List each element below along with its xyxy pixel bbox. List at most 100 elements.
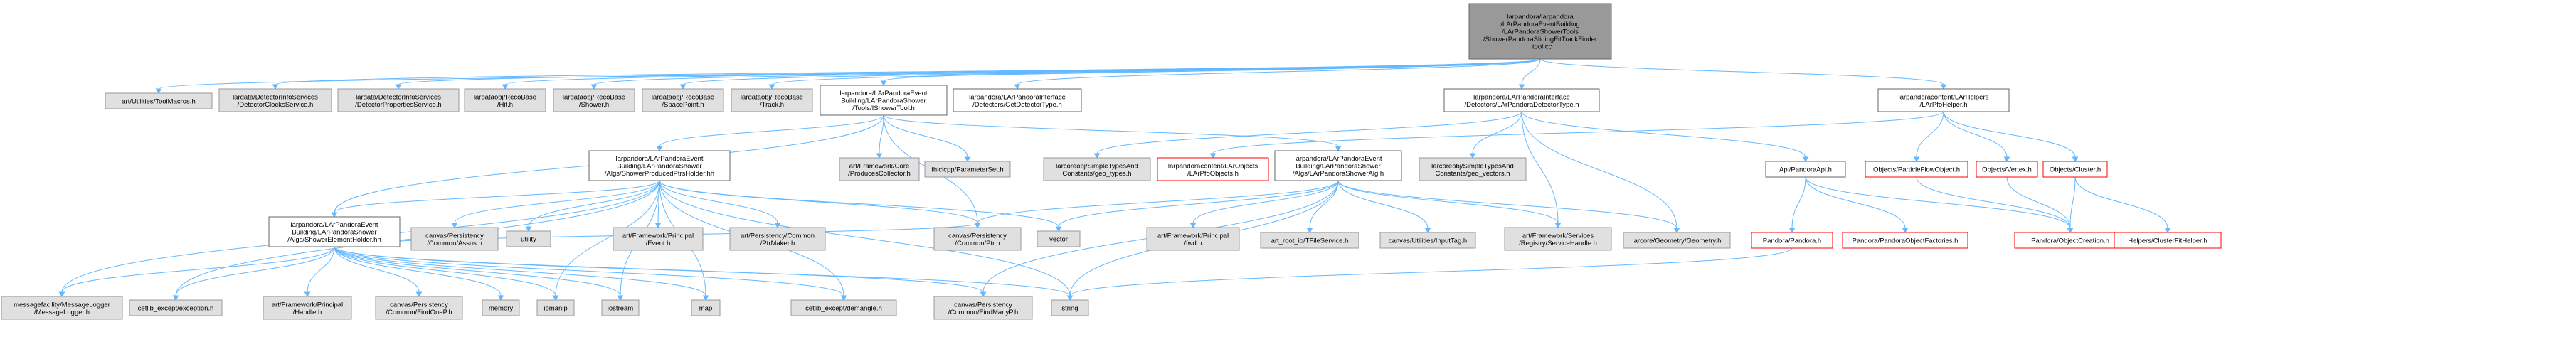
node-label-line: larpandora/LArPandoraEvent <box>1294 155 1382 163</box>
node-detclocks[interactable]: lardata/DetectorInfoServices/DetectorClo… <box>218 88 332 112</box>
node-label-line: larpandoracontent/LArObjects <box>1168 162 1258 170</box>
node-fwd[interactable]: art/Framework/Principal/fwd.h <box>1146 227 1240 251</box>
node-label-line: Objects/ParticleFlowObject.h <box>1873 166 1960 174</box>
edge-lrpfohelper-to-particleflow <box>1913 111 1944 162</box>
node-pandora[interactable]: Pandora/Pandora.h <box>1751 232 1833 249</box>
node-label-line: /LArPandoraEventBuilding <box>1500 21 1579 28</box>
node-label-line: string <box>1061 305 1078 313</box>
node-box <box>1468 3 1612 60</box>
node-label-line: /Algs/ShowerProducedPtrsHolder.hh <box>605 170 714 178</box>
node-label-line: iomanip <box>544 305 567 313</box>
node-spacepoint[interactable]: lardataobj/RecoBase/SpacePoint.h <box>642 88 724 112</box>
node-producescollector[interactable]: art/Framework/Core/ProducesCollector.h <box>839 157 920 181</box>
node-vertex[interactable]: Objects/Vertex.h <box>1976 161 2038 178</box>
node-box <box>820 85 948 116</box>
node-memory[interactable]: memory <box>482 299 520 316</box>
node-producedptrs[interactable]: larpandora/LArPandoraEventBuilding/LArPa… <box>588 150 731 181</box>
node-geometry[interactable]: larcore/Geometry/Geometry.h <box>1623 232 1731 249</box>
node-findmanyp[interactable]: canvas/Persistency/Common/FindManyP.h <box>933 296 1033 320</box>
node-particleflow[interactable]: Objects/ParticleFlowObject.h <box>1865 161 1968 178</box>
node-demangle[interactable]: cetlib_except/demangle.h <box>790 299 897 316</box>
node-parameterset[interactable]: fhiclcpp/ParameterSet.h <box>924 161 1011 178</box>
node-event[interactable]: art/Framework/Principal/Event.h <box>613 227 704 251</box>
node-label-line: larcore/Geometry/Geometry.h <box>1633 237 1722 245</box>
node-string[interactable]: string <box>1051 299 1089 316</box>
node-messagelogger[interactable]: messagefacility/MessageLogger/MessageLog… <box>1 296 123 320</box>
edge-showerelement-to-memory <box>334 246 504 301</box>
node-label-line: larpandora/LArPandoraEvent <box>290 221 378 229</box>
node-label-line: /fwd.h <box>1184 240 1202 247</box>
node-box <box>1877 88 2010 112</box>
edge-particleflow-to-objcreation <box>1916 176 2074 233</box>
node-objfactories[interactable]: Pandora/PandoraObjectFactories.h <box>1842 232 1968 249</box>
node-box <box>790 299 897 316</box>
node-label-line: art_root_io/TFileService.h <box>1271 237 1349 245</box>
edge-showerelement-to-messagelogger <box>58 246 335 297</box>
edge-root-to-getdettype <box>1014 58 1541 90</box>
node-vector[interactable]: vector <box>1037 230 1081 247</box>
node-label-line: art/Framework/Services <box>1522 232 1594 240</box>
node-ptrmaker[interactable]: art/Persistency/Common/PtrMaker.h <box>729 227 826 251</box>
node-pandoraapi[interactable]: Api/PandoraApi.h <box>1765 161 1846 178</box>
nodes-layer: larpandora/larpandora/LArPandoraEventBui… <box>1 3 2222 320</box>
node-label-line: utility <box>521 236 536 244</box>
node-showerelement[interactable]: larpandora/LArPandoraEventBuilding/LArPa… <box>268 216 401 247</box>
node-box <box>588 150 731 181</box>
node-lrpfohelper[interactable]: larpandoracontent/LArHelpers/LArPfoHelpe… <box>1877 88 2010 112</box>
node-lrpfoobjects[interactable]: larpandoracontent/LArObjects/LArPfoObjec… <box>1157 157 1269 181</box>
node-ishowertool[interactable]: larpandora/LArPandoraEventBuilding/LArPa… <box>820 85 948 116</box>
node-assns[interactable]: canvas/Persistency/Common/Assns.h <box>410 227 499 251</box>
edge-showerelement-to-findonep <box>334 246 423 297</box>
node-handle[interactable]: art/Framework/Principal/Handle.h <box>263 296 352 320</box>
node-iostream[interactable]: iostream <box>601 299 640 316</box>
node-label-line: /SpacePoint.h <box>662 101 704 109</box>
node-box <box>2114 232 2222 249</box>
node-showeralg[interactable]: larpandora/LArPandoraEventBuilding/LArPa… <box>1274 150 1402 181</box>
node-box <box>105 92 213 109</box>
node-tfileservice[interactable]: art_root_io/TFileService.h <box>1260 232 1359 249</box>
node-label-line: Objects/Cluster.h <box>2050 166 2101 174</box>
node-label-line: /LArPfoObjects.h <box>1187 170 1239 178</box>
node-servicehandle[interactable]: art/Framework/Services/Registry/ServiceH… <box>1504 227 1612 251</box>
node-ptr[interactable]: canvas/Persistency/Common/Ptr.h <box>933 227 1022 251</box>
node-box <box>1146 227 1240 251</box>
node-box <box>1419 157 1527 181</box>
edge-ishowertool-to-parameterset <box>883 114 971 162</box>
node-label-line: Building/LArPandoraShower <box>617 163 701 171</box>
node-detectortype[interactable]: larpandora/LArPandoraInterface/Detectors… <box>1443 88 1600 112</box>
node-box <box>1043 157 1151 181</box>
node-inputtag[interactable]: canvas/Utilities/InputTag.h <box>1379 232 1476 249</box>
edge-showerelement-to-iomanip <box>334 246 559 301</box>
node-label-line: lardata/DetectorInfoServices <box>233 93 318 101</box>
node-cluster[interactable]: Objects/Cluster.h <box>2042 161 2108 178</box>
node-label-line: /Hit.h <box>497 101 513 109</box>
node-getdettype[interactable]: larpandora/LArPandoraInterface/Detectors… <box>953 88 1082 112</box>
node-toolmacros[interactable]: art/Utilities/ToolMacros.h <box>105 92 213 109</box>
node-iomanip[interactable]: iomanip <box>536 299 575 316</box>
node-label-line: /LArPfoHelper.h <box>1919 101 1967 109</box>
node-label-line: larpandora/LArPandoraEvent <box>615 155 703 163</box>
node-label-line: art/Framework/Principal <box>1157 232 1229 240</box>
node-label-line: map <box>699 305 712 313</box>
node-box <box>933 296 1033 320</box>
node-label-line: art/Persistency/Common <box>741 232 815 240</box>
node-objcreation[interactable]: Pandora/ObjectCreation.h <box>2014 232 2126 249</box>
node-cetexception[interactable]: cetlib_except/exception.h <box>129 299 223 316</box>
node-label-line: lardata/DetectorInfoServices <box>356 93 441 101</box>
node-root[interactable]: larpandora/larpandora/LArPandoraEventBui… <box>1468 3 1612 60</box>
node-box <box>1765 161 1846 178</box>
node-clusterfit[interactable]: Helpers/ClusterFitHelper.h <box>2114 232 2222 249</box>
node-geovectors[interactable]: larcoreobj/SimpleTypesAndConstants/geo_v… <box>1419 157 1527 181</box>
node-label-line: lardataobj/RecoBase <box>652 93 714 101</box>
node-box <box>1751 232 1833 249</box>
node-detprops[interactable]: lardata/DetectorInfoServices/DetectorPro… <box>337 88 460 112</box>
node-track[interactable]: lardataobj/RecoBase/Track.h <box>731 88 813 112</box>
node-utility[interactable]: utility <box>506 230 551 247</box>
node-hit[interactable]: lardataobj/RecoBase/Hit.h <box>464 88 546 112</box>
node-shower[interactable]: lardataobj/RecoBase/Shower.h <box>553 88 635 112</box>
node-map[interactable]: map <box>691 299 721 316</box>
node-findonep[interactable]: canvas/Persistency/Common/FindOneP.h <box>375 296 463 320</box>
node-box <box>1443 88 1600 112</box>
node-label-line: iostream <box>608 305 634 313</box>
node-geotypes[interactable]: larcoreobj/SimpleTypesAndConstants/geo_t… <box>1043 157 1151 181</box>
